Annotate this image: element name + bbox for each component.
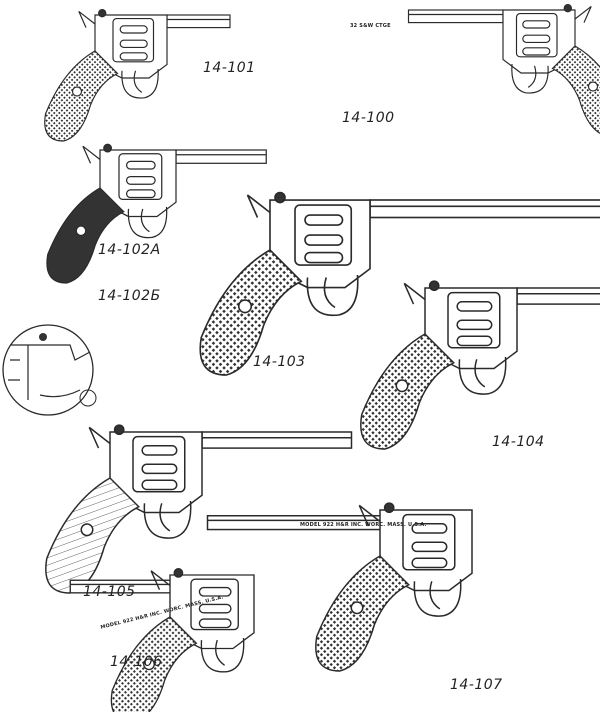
revolver-14-102a (46, 143, 267, 284)
revolver-14-101 (44, 9, 231, 142)
figure-label-14-105: 14-105 (83, 584, 136, 600)
revolver-14-100 (407, 4, 600, 134)
figure-label-14-104: 14-104 (492, 434, 545, 450)
revolver-14-105 (45, 424, 353, 594)
figure-label-14-100: 14-100 (342, 110, 395, 126)
revolver-14-106 (69, 568, 255, 712)
figure-label-14-106: 14-106 (110, 654, 163, 670)
figure-label-14-102a: 14-102А (98, 242, 161, 258)
detail-inset-14-102b (2, 324, 97, 416)
revolver-14-104 (360, 280, 600, 450)
engraving-14-107: MODEL 922 H&R INC. WORC. MASS. U.S.A. (300, 522, 427, 528)
figure-label-14-107: 14-107 (450, 677, 503, 693)
engraving-14-100: 32 S&W CTGE (350, 23, 391, 29)
figure-label-14-101: 14-101 (203, 60, 256, 76)
revolver-14-107 (206, 502, 473, 672)
figure-label-14-103: 14-103 (253, 354, 306, 370)
revolver-14-103 (199, 191, 600, 376)
figure-label-14-102b: 14-102Б (98, 288, 161, 304)
